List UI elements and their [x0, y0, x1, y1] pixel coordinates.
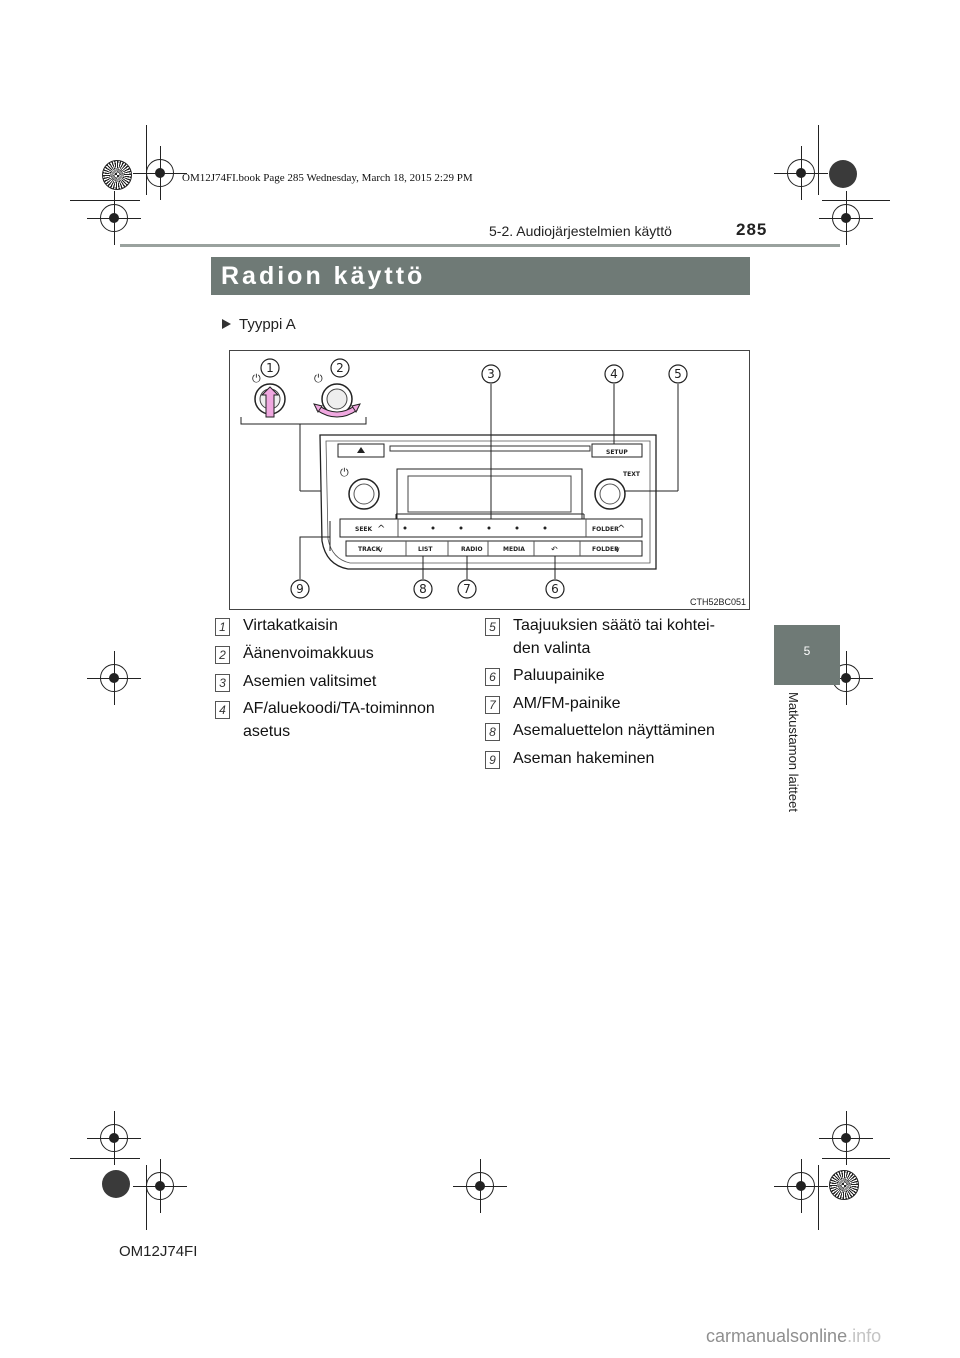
- registration-mark-icon: [453, 1159, 507, 1213]
- item-text: Asemaluettelon näyttäminen: [513, 722, 715, 739]
- page-title: Radion käyttö: [211, 257, 750, 295]
- item-text: AF/aluekoodi/TA-toiminnon asetus: [243, 700, 435, 740]
- item-number: 7: [485, 696, 500, 714]
- list-label: LIST: [418, 546, 433, 553]
- registration-mark-icon: [133, 146, 187, 200]
- radio-label: RADIO: [461, 546, 483, 553]
- item-text: Taajuuksien säätö tai kohtei-den valinta: [513, 617, 715, 657]
- registration-mark-icon: [87, 191, 141, 245]
- media-label: MEDIA: [503, 546, 525, 553]
- crop-line: [146, 1165, 147, 1230]
- folder-down-label: FOLDER: [592, 546, 619, 553]
- crop-line: [822, 1158, 890, 1159]
- item-number: 2: [215, 646, 230, 664]
- registration-mark-icon: [87, 651, 141, 705]
- triangle-bullet-icon: [222, 319, 231, 329]
- sunburst-mark-icon: [102, 160, 132, 190]
- callout-2: 2: [330, 358, 350, 378]
- header-section-title: 5-2. Audiojärjestelmien käyttö: [489, 223, 672, 239]
- item-text: Aseman hakeminen: [513, 750, 655, 767]
- crop-line: [146, 125, 147, 195]
- folder-up-label: FOLDER: [592, 526, 619, 533]
- callout-5: 5: [668, 364, 688, 384]
- registration-mark-icon: [819, 1111, 873, 1165]
- text-label: TEXT: [623, 471, 641, 478]
- item-number: 9: [485, 751, 500, 769]
- svg-text:3: 3: [487, 367, 495, 381]
- radio-panel-illustration: ⏻ ⏻ SETUP ⏻ TEXT: [240, 358, 688, 599]
- crop-line: [818, 1165, 819, 1230]
- volume-knob-detail: ⏻: [313, 372, 361, 418]
- svg-text:^: ^: [617, 524, 625, 535]
- callout-4: 4: [604, 364, 624, 384]
- registration-mark-icon: [819, 191, 873, 245]
- item-number: 3: [215, 674, 230, 692]
- dark-disc-mark-icon: [102, 1170, 130, 1198]
- svg-text:⏻: ⏻: [252, 372, 261, 385]
- book-info: OM12J74FI.book Page 285 Wednesday, March…: [182, 172, 473, 184]
- chapter-tab: 5: [774, 625, 840, 685]
- callout-8: 8: [413, 579, 433, 599]
- page-number: 285: [736, 220, 768, 239]
- figure-code: CTH52BC051: [689, 597, 746, 607]
- svg-text:⏻: ⏻: [314, 372, 323, 385]
- radio-panel-figure: ⏻ ⏻ SETUP ⏻ TEXT: [229, 350, 750, 610]
- watermark: carmanualsonline.info: [706, 1326, 882, 1346]
- svg-text:↶: ↶: [550, 545, 558, 554]
- callout-7: 7: [457, 579, 477, 599]
- track-label: TRACK: [358, 546, 381, 553]
- callout-9: 9: [290, 579, 310, 599]
- registration-mark-icon: [774, 146, 828, 200]
- header-rule: [120, 244, 840, 247]
- seek-label: SEEK: [355, 526, 373, 533]
- chapter-number: 5: [803, 644, 811, 658]
- footer-code: OM12J74FI: [119, 1243, 198, 1260]
- crop-line: [818, 125, 819, 195]
- item-number: 5: [485, 618, 500, 636]
- item-text: Virtakatkaisin: [243, 617, 338, 634]
- chapter-label: Matkustamon laitteet: [786, 692, 801, 812]
- svg-text:8: 8: [419, 582, 427, 596]
- item-text: Asemien valitsimet: [243, 673, 377, 690]
- registration-mark-icon: [133, 1159, 187, 1213]
- registration-mark-icon: [87, 1111, 141, 1165]
- registration-mark-icon: [774, 1159, 828, 1213]
- svg-text:5: 5: [674, 367, 682, 381]
- callout-3: 3: [481, 364, 501, 384]
- callout-6: 6: [545, 579, 565, 599]
- item-text: Paluupainike: [513, 667, 605, 684]
- item-number: 6: [485, 668, 500, 686]
- svg-text:⏻: ⏻: [340, 466, 349, 479]
- item-number: 4: [215, 701, 230, 719]
- crop-line: [70, 200, 140, 201]
- crop-line: [822, 200, 890, 201]
- svg-text:2: 2: [336, 361, 344, 375]
- callout-1: 1: [260, 358, 280, 378]
- svg-text:^: ^: [377, 524, 385, 535]
- power-knob-detail: ⏻: [252, 372, 286, 418]
- svg-text:6: 6: [551, 582, 559, 596]
- crop-line: [70, 1158, 140, 1159]
- svg-text:v: v: [378, 545, 383, 554]
- subheading: Tyyppi A: [222, 316, 296, 333]
- sunburst-mark-icon: [829, 1170, 859, 1200]
- item-number: 1: [215, 618, 230, 636]
- svg-text:v: v: [615, 545, 620, 554]
- dark-disc-mark-icon: [829, 160, 857, 188]
- svg-text:4: 4: [610, 367, 618, 381]
- item-text: Äänenvoimakkuus: [243, 645, 374, 662]
- svg-text:9: 9: [296, 582, 304, 596]
- svg-text:7: 7: [463, 582, 471, 596]
- item-number: 8: [485, 723, 500, 741]
- item-text: AM/FM-painike: [513, 695, 621, 712]
- svg-text:1: 1: [266, 361, 274, 375]
- setup-label: SETUP: [606, 449, 628, 456]
